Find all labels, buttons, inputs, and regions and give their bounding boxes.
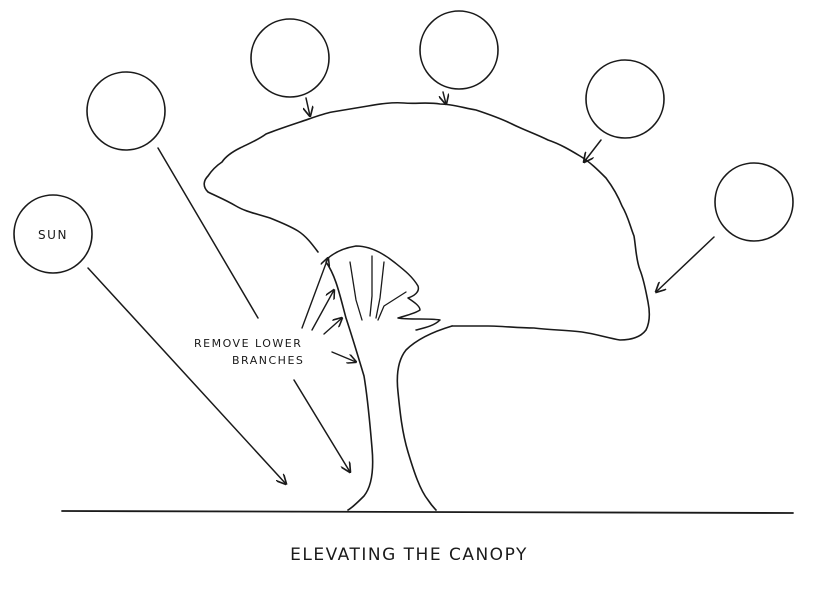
tree-canopy bbox=[203, 101, 651, 341]
annotation-line-2: BRANCHES bbox=[232, 354, 304, 367]
annotation-line-1: REMOVE LOWER bbox=[194, 337, 302, 350]
sun-ray-6 bbox=[656, 236, 715, 292]
sun-ray-5 bbox=[584, 139, 602, 162]
tree-trunk-right bbox=[396, 325, 453, 511]
sun-circle-6 bbox=[714, 162, 794, 242]
annotation-arrow-4 bbox=[331, 351, 356, 362]
inner-branch-1 bbox=[349, 261, 363, 321]
lower-branches bbox=[325, 245, 441, 331]
inner-branch-2 bbox=[369, 255, 373, 317]
sun-circle-5 bbox=[585, 59, 665, 139]
sun-ray-2 bbox=[157, 147, 259, 319]
sun-ray-1 bbox=[87, 267, 286, 484]
diagram-title: ELEVATING THE CANOPY bbox=[290, 545, 528, 565]
sun-circle-2 bbox=[86, 71, 166, 151]
annotation-arrow-3 bbox=[323, 318, 342, 335]
sun-ray-2b bbox=[293, 379, 350, 472]
sun-positions bbox=[13, 10, 794, 274]
annotation-arrows bbox=[301, 258, 356, 362]
sun-circle-4 bbox=[419, 10, 499, 90]
inner-branch-3 bbox=[375, 261, 385, 319]
sun-label: SUN bbox=[38, 228, 68, 242]
tree-trunk-left bbox=[325, 261, 374, 511]
sun-ray-3 bbox=[306, 97, 310, 116]
annotation-arrow-2 bbox=[311, 290, 334, 331]
sun-circle-1 bbox=[13, 194, 93, 274]
sun-ray-4 bbox=[443, 91, 446, 104]
annotation-arrow-1 bbox=[301, 258, 328, 329]
sun-rays bbox=[87, 91, 715, 484]
ground-line bbox=[61, 510, 794, 514]
sun-circle-3 bbox=[250, 18, 330, 98]
inner-branch-4 bbox=[377, 291, 407, 321]
